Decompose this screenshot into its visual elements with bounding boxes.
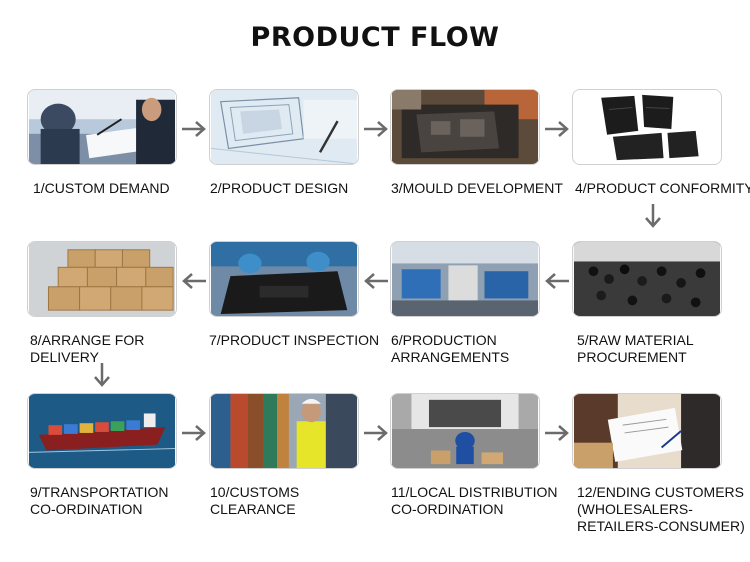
business-meeting-photo bbox=[28, 90, 176, 164]
step-9-label: 9/TRANSPORTATION CO-ORDINATION bbox=[30, 484, 168, 518]
customer-signature-photo bbox=[573, 394, 721, 468]
arrow-right-icon bbox=[181, 120, 207, 138]
arrow-down-icon bbox=[644, 203, 662, 229]
step-12-label: 12/ENDING CUSTOMERS (WHOLESALERS- RETAIL… bbox=[577, 484, 745, 535]
arrow-right-icon bbox=[544, 424, 570, 442]
step-5-label-line2: PROCUREMENT bbox=[577, 349, 687, 365]
step-12-label-line1: 12/ENDING CUSTOMERS bbox=[577, 484, 744, 500]
delivery-van-photo bbox=[391, 394, 539, 468]
customs-containers-photo bbox=[210, 394, 358, 468]
step-11-label-line2: CO-ORDINATION bbox=[391, 501, 504, 517]
step-3-label: 3/MOULD DEVELOPMENT bbox=[391, 180, 563, 196]
diagram-title: PRODUCT FLOW bbox=[250, 22, 500, 53]
step-8-photo bbox=[27, 241, 177, 317]
step-7-label: 7/PRODUCT INSPECTION bbox=[209, 332, 380, 348]
step-4-label: 4/PRODUCT CONFORMITY bbox=[575, 180, 750, 196]
step-10-label-line2: CLEARANCE bbox=[210, 501, 296, 517]
step-5-label: 5/RAW MATERIAL PROCUREMENT bbox=[577, 332, 694, 366]
step-11-photo bbox=[390, 393, 540, 469]
step-10-label: 10/CUSTOMS CLEARANCE bbox=[210, 484, 299, 518]
step-10-label-line1: 10/CUSTOMS bbox=[210, 484, 300, 500]
step-8-label-line2: DELIVERY bbox=[30, 349, 99, 365]
step-11-label-line1: 11/LOCAL DISTRIBUTION bbox=[391, 484, 558, 500]
mould-photo bbox=[391, 90, 539, 164]
arrow-down-icon bbox=[93, 362, 111, 388]
inspection-photo bbox=[210, 242, 358, 316]
plastic-pellets-photo bbox=[573, 242, 721, 316]
step-9-photo bbox=[27, 393, 177, 469]
floor-mats-photo bbox=[573, 90, 721, 164]
step-12-label-line3: RETAILERS-CONSUMER) bbox=[577, 518, 745, 534]
step-5-label-line1: 5/RAW MATERIAL bbox=[577, 332, 694, 348]
factory-machines-photo bbox=[391, 242, 539, 316]
step-8-label-line1: 8/ARRANGE FOR bbox=[30, 332, 145, 348]
step-4-photo bbox=[572, 89, 722, 165]
step-7-photo bbox=[209, 241, 359, 317]
step-5-photo bbox=[572, 241, 722, 317]
step-8-label: 8/ARRANGE FOR DELIVERY bbox=[30, 332, 144, 366]
arrow-right-icon bbox=[363, 120, 389, 138]
cargo-ship-photo bbox=[28, 394, 176, 468]
arrow-right-icon bbox=[181, 424, 207, 442]
arrow-right-icon bbox=[363, 424, 389, 442]
step-12-label-line2: (WHOLESALERS- bbox=[577, 501, 693, 517]
arrow-left-icon bbox=[544, 272, 570, 290]
step-6-label-line1: 6/PRODUCTION bbox=[391, 332, 497, 348]
blueprint-photo bbox=[210, 90, 358, 164]
step-6-label-line2: ARRANGEMENTS bbox=[391, 349, 510, 365]
step-12-photo bbox=[572, 393, 722, 469]
step-9-label-line1: 9/TRANSPORTATION bbox=[30, 484, 169, 500]
step-1-photo bbox=[27, 89, 177, 165]
step-9-label-line2: CO-ORDINATION bbox=[30, 501, 143, 517]
step-6-label: 6/PRODUCTION ARRANGEMENTS bbox=[391, 332, 509, 366]
step-3-photo bbox=[390, 89, 540, 165]
arrow-left-icon bbox=[181, 272, 207, 290]
step-2-photo bbox=[209, 89, 359, 165]
step-6-photo bbox=[390, 241, 540, 317]
arrow-right-icon bbox=[544, 120, 570, 138]
step-1-label: 1/CUSTOM DEMAND bbox=[33, 180, 170, 196]
step-2-label: 2/PRODUCT DESIGN bbox=[210, 180, 349, 196]
step-11-label: 11/LOCAL DISTRIBUTION CO-ORDINATION bbox=[391, 484, 557, 518]
warehouse-boxes-photo bbox=[28, 242, 176, 316]
step-10-photo bbox=[209, 393, 359, 469]
arrow-left-icon bbox=[363, 272, 389, 290]
